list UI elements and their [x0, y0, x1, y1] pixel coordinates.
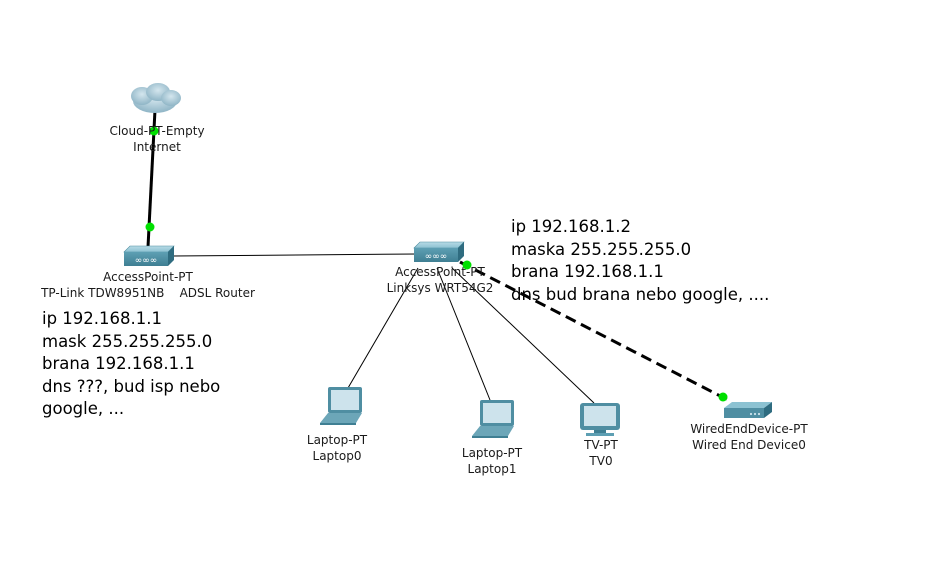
note-line: google, ... [42, 399, 125, 418]
access-point-icon[interactable]: ∞∞∞ [123, 245, 175, 266]
device-label-tv0: TV-PT TV0 [584, 437, 618, 469]
device-label-cloud: Cloud-PT-Empty Internet [109, 123, 204, 155]
link-router-to-linksys[interactable] [172, 253, 418, 257]
device-type: Laptop-PT [306, 433, 368, 447]
device-label-linksys: AccessPoint-PT Linksys WRT54G2 [387, 264, 494, 296]
note-router-config[interactable]: ip 192.168.1.1 mask 255.255.255.0 brana … [42, 308, 220, 421]
cloud-icon[interactable] [131, 83, 181, 113]
link-linksys-to-laptop0[interactable] [347, 267, 419, 389]
device-type: Cloud-PT-Empty [109, 124, 205, 138]
access-point-icon[interactable]: ∞∞∞ [413, 241, 465, 262]
note-line: maska 255.255.255.0 [511, 239, 692, 259]
device-name: Laptop1 [467, 462, 517, 476]
device-label-laptop1: Laptop-PT Laptop1 [462, 445, 522, 477]
device-type: TV-PT [584, 438, 618, 452]
tv-icon[interactable] [580, 403, 620, 436]
note-line: ip 192.168.1.1 [42, 309, 163, 328]
device-name: Wired End Device0 [692, 438, 806, 452]
note-line: dns ???, bud isp nebo [42, 376, 221, 396]
link-status-dot [145, 222, 155, 232]
device-type: AccessPoint-PT [395, 265, 485, 279]
device-type: AccessPoint-PT [103, 270, 193, 284]
device-name: Internet [133, 140, 181, 154]
device-type: WiredEndDevice-PT [690, 422, 808, 436]
note-line: brana 192.168.1.1 [511, 262, 664, 281]
note-line: dns bud brana nebo google, .... [511, 284, 770, 304]
laptop-icon[interactable] [472, 400, 514, 438]
device-name: TV0 [589, 454, 613, 468]
device-name: Linksys WRT54G2 [386, 281, 494, 295]
note-line: ip 192.168.1.2 [511, 217, 632, 236]
note-linksys-config[interactable]: ip 192.168.1.2 maska 255.255.255.0 brana… [511, 216, 769, 306]
device-type: Laptop-PT [461, 446, 523, 460]
link-status-dot [149, 126, 159, 136]
note-line: brana 192.168.1.1 [42, 354, 195, 373]
link-linksys-to-laptop1[interactable] [436, 267, 491, 401]
device-label-wired0: WiredEndDevice-PT Wired End Device0 [690, 421, 807, 453]
link-linksys-to-tv0[interactable] [451, 267, 595, 404]
link-status-dot [462, 260, 472, 270]
device-name: TP-Link TDW8951NB ADSL Router [41, 286, 255, 300]
device-name: Laptop0 [312, 449, 362, 463]
laptop-icon[interactable] [320, 387, 362, 425]
note-line: mask 255.255.255.0 [42, 331, 213, 351]
svg-text:∞∞∞: ∞∞∞ [135, 256, 158, 266]
wired-end-device-icon[interactable] [724, 402, 772, 418]
link-status-dot [718, 392, 728, 402]
device-label-laptop0: Laptop-PT Laptop0 [307, 432, 367, 464]
device-label-router: AccessPoint-PT TP-Link TDW8951NB ADSL Ro… [41, 269, 255, 301]
svg-text:∞∞∞: ∞∞∞ [425, 252, 448, 262]
